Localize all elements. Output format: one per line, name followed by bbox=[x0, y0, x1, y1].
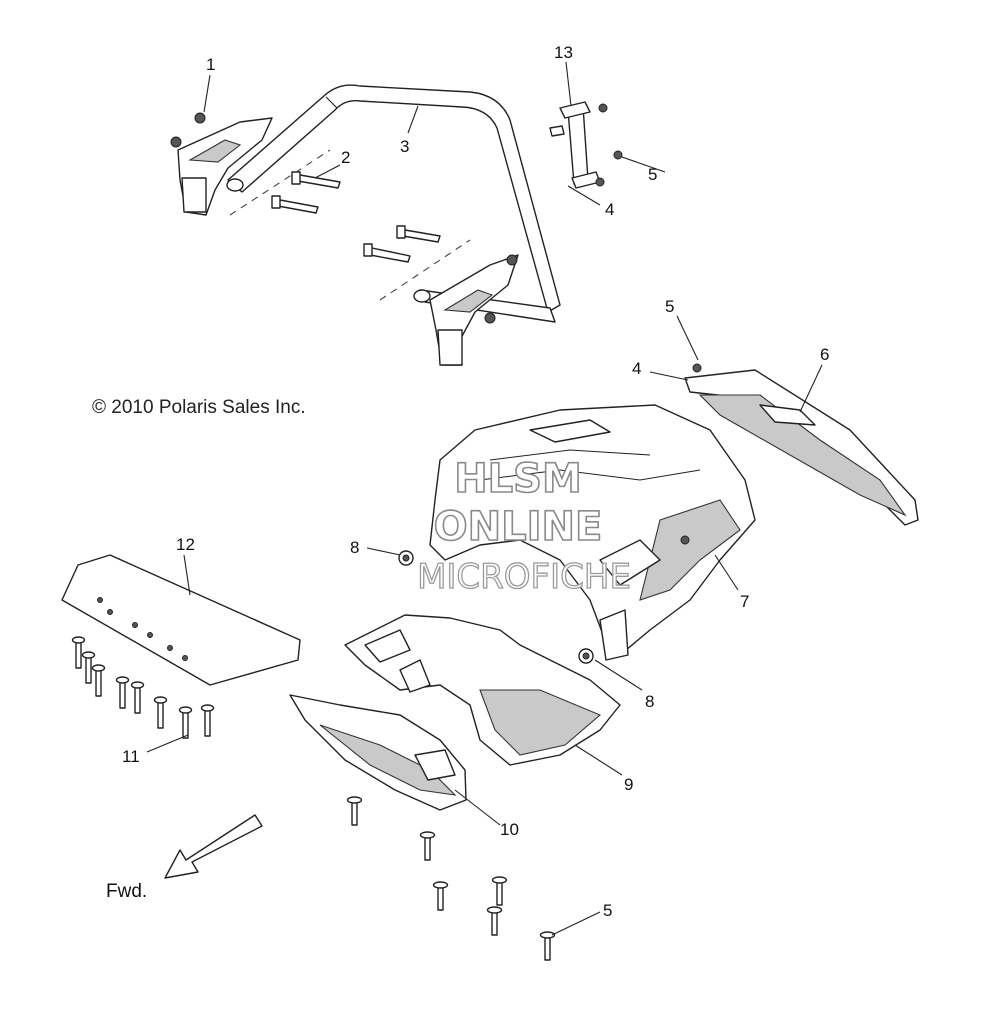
callout-8-right: 8 bbox=[645, 692, 654, 711]
leader-lines bbox=[146, 61, 823, 936]
callout-9: 9 bbox=[624, 775, 633, 794]
watermark-line-2: ONLINE bbox=[434, 504, 603, 550]
forward-direction-label: Fwd. bbox=[106, 881, 147, 902]
forward-arrow-icon bbox=[164, 814, 263, 879]
strap-bracket-part-13 bbox=[549, 101, 623, 189]
callout-2: 2 bbox=[341, 148, 350, 167]
rear-fender-part-7 bbox=[429, 404, 756, 661]
rear-panel-part-6 bbox=[684, 363, 919, 526]
callout-4-mid: 4 bbox=[632, 359, 641, 378]
callout-13: 13 bbox=[554, 43, 573, 62]
callout-5-mid: 5 bbox=[665, 297, 674, 316]
callout-12: 12 bbox=[176, 535, 195, 554]
callout-11: 11 bbox=[122, 747, 140, 766]
watermark-line-3: MICROFICHE bbox=[417, 557, 631, 597]
copyright-notice: © 2010 Polaris Sales Inc. bbox=[92, 397, 306, 418]
bolts-part-2 bbox=[271, 171, 441, 263]
callout-5-lower: 5 bbox=[603, 901, 612, 920]
callout-5-upper: 5 bbox=[648, 165, 657, 184]
bolts-part-8 bbox=[398, 550, 594, 664]
callout-labels: 1 2 3 13 5 4 5 4 6 12 8 7 8 11 9 10 5 bbox=[122, 43, 829, 920]
left-mount-bracket bbox=[170, 112, 273, 216]
callout-1: 1 bbox=[206, 55, 215, 74]
right-mount-bracket bbox=[429, 254, 519, 366]
callout-3: 3 bbox=[400, 137, 409, 156]
callout-4-upper: 4 bbox=[605, 200, 614, 219]
push-rivets-part-5 bbox=[346, 796, 556, 961]
side-trim-part-10 bbox=[289, 694, 467, 811]
skid-plate-part-12 bbox=[61, 554, 301, 686]
callout-10: 10 bbox=[500, 820, 519, 839]
lower-guard-part-9 bbox=[344, 614, 621, 766]
rivets-part-11 bbox=[71, 636, 215, 739]
watermark: HLSM ONLINE MICROFICHE bbox=[416, 455, 631, 597]
watermark-line-1: HLSM bbox=[454, 456, 582, 502]
callout-7: 7 bbox=[740, 592, 749, 611]
callout-6: 6 bbox=[820, 345, 829, 364]
callout-8-left: 8 bbox=[350, 538, 359, 557]
